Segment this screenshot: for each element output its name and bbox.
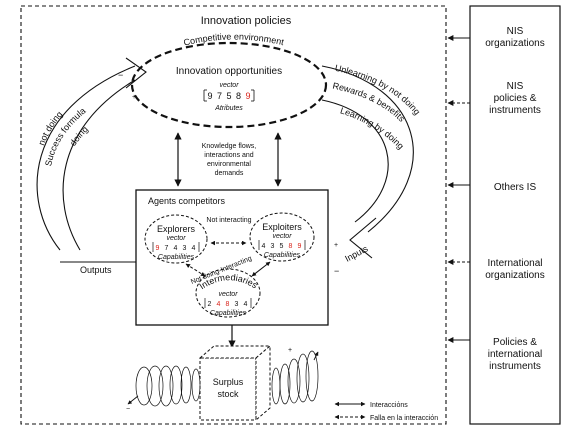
learning-arc	[321, 65, 414, 259]
explorers-capabilities-label: Capabilities	[158, 254, 195, 261]
left-spiral-minus: −	[126, 406, 130, 413]
explorers-value: 4	[174, 245, 178, 252]
diagram-title: Innovation policies	[201, 15, 292, 27]
explorers-vector: 9 7 4 3 4	[152, 242, 200, 252]
svg-text:Others IS: Others IS	[494, 182, 537, 193]
svg-text:interactions and: interactions and	[204, 152, 254, 159]
exploiters-capabilities-label: Capabilities	[264, 252, 301, 259]
svg-text:policies &: policies &	[494, 93, 537, 104]
attribute-value: 9	[245, 91, 250, 101]
svg-text:NIS: NIS	[507, 81, 524, 92]
intermediaries-value: 8	[226, 301, 230, 308]
right-minus-sign: −	[334, 266, 339, 276]
svg-text:Policies &: Policies &	[493, 337, 537, 348]
attributes-vector: 9 7 5 8 9	[203, 89, 255, 102]
right-panel-item-international-organizations: International organizations	[485, 258, 544, 281]
intermediaries-value: 4	[244, 301, 248, 308]
intermediaries-value: 4	[217, 301, 221, 308]
right-panel	[469, 5, 561, 425]
surplus-label: Surplus	[213, 377, 244, 387]
svg-text:international: international	[488, 349, 542, 360]
svg-text:instruments: instruments	[489, 105, 541, 116]
attribute-value: 9	[207, 91, 212, 101]
agents-competitors-box	[135, 189, 329, 326]
svg-text:environmental: environmental	[207, 161, 251, 168]
innovation-opportunities-ellipse	[130, 41, 328, 129]
exploiters-intermediaries-arrow	[251, 261, 271, 277]
svg-text:International: International	[487, 258, 542, 269]
explorers-value: 7	[165, 245, 169, 252]
outputs-label: Outputs	[80, 265, 112, 275]
explorers-ellipse	[144, 214, 208, 264]
stock-label: stock	[217, 389, 239, 399]
success-formula-arc	[36, 57, 147, 251]
right-spiral	[271, 350, 319, 405]
exploiters-value: 8	[289, 243, 293, 250]
policy-frame	[20, 5, 447, 425]
exploiters-value: 4	[262, 243, 266, 250]
inputs-label: Inputs	[343, 243, 370, 264]
ellipse-vector-label: vector	[219, 82, 239, 89]
exploiters-vector-label: vector	[272, 233, 292, 240]
innovation-opportunities-title: Innovation opportunities	[176, 66, 282, 77]
exploiters-value: 3	[271, 243, 275, 250]
left-minus-sign: −	[118, 70, 123, 80]
attributes-label: Atributes	[214, 105, 243, 112]
intermediaries-vector: 2 4 8 3 4	[204, 298, 252, 308]
left-plus-sign: +	[132, 94, 136, 101]
right-spiral-plus: +	[288, 347, 292, 354]
right-panel-item-others-is: Others IS	[494, 182, 537, 193]
intermediaries-value: 2	[208, 301, 212, 308]
legend-solid-label: Interacciόns	[370, 401, 408, 409]
exploiters-value: 9	[298, 243, 302, 250]
explorers-value: 3	[183, 245, 187, 252]
svg-text:demands: demands	[215, 170, 244, 177]
intermediaries-value: 3	[235, 301, 239, 308]
explorers-title: Explorers	[157, 224, 196, 234]
exploiters-value: 5	[280, 243, 284, 250]
attribute-value: 5	[226, 91, 231, 101]
explorers-intermediaries-arrow	[185, 263, 206, 277]
svg-text:NIS: NIS	[507, 26, 524, 37]
legend: Interacciόns Falla en la interacciόn	[334, 401, 438, 422]
svg-text:instruments: instruments	[489, 361, 541, 372]
attribute-value: 8	[236, 91, 241, 101]
explorers-value: 9	[156, 245, 160, 252]
intermediaries-capabilities-label: Capabilities	[210, 310, 247, 317]
svg-text:Knowledge flows,: Knowledge flows,	[202, 143, 257, 150]
exploiters-title: Exploiters	[262, 222, 302, 232]
right-panel-item-policies-international: Policies & international instruments	[488, 337, 542, 372]
knowledge-flows-text: Knowledge flows, interactions and enviro…	[202, 143, 257, 177]
right-panel-item-nis-organizations: NIS organizations	[485, 26, 544, 49]
svg-text:organizations: organizations	[485, 270, 544, 281]
agents-competitors-title: Agents competitors	[148, 196, 226, 206]
exploiters-ellipse	[249, 212, 315, 262]
svg-text:organizations: organizations	[485, 38, 544, 49]
left-spiral	[127, 365, 201, 407]
explorers-vector-label: vector	[166, 235, 186, 242]
not-interacting-label: Not interacting	[206, 217, 251, 224]
intermediaries-ellipse	[195, 268, 261, 318]
explorers-value: 4	[192, 245, 196, 252]
exploiters-vector: 4 3 5 8 9	[258, 240, 306, 250]
intermediaries-vector-label: vector	[218, 291, 238, 298]
surplus-stock-cube	[198, 344, 272, 422]
right-plus-sign: +	[334, 242, 338, 249]
right-panel-item-nis-policies: NIS policies & instruments	[489, 81, 541, 116]
legend-dashed-label: Falla en la interacciόn	[370, 414, 438, 422]
attribute-value: 7	[217, 91, 222, 101]
